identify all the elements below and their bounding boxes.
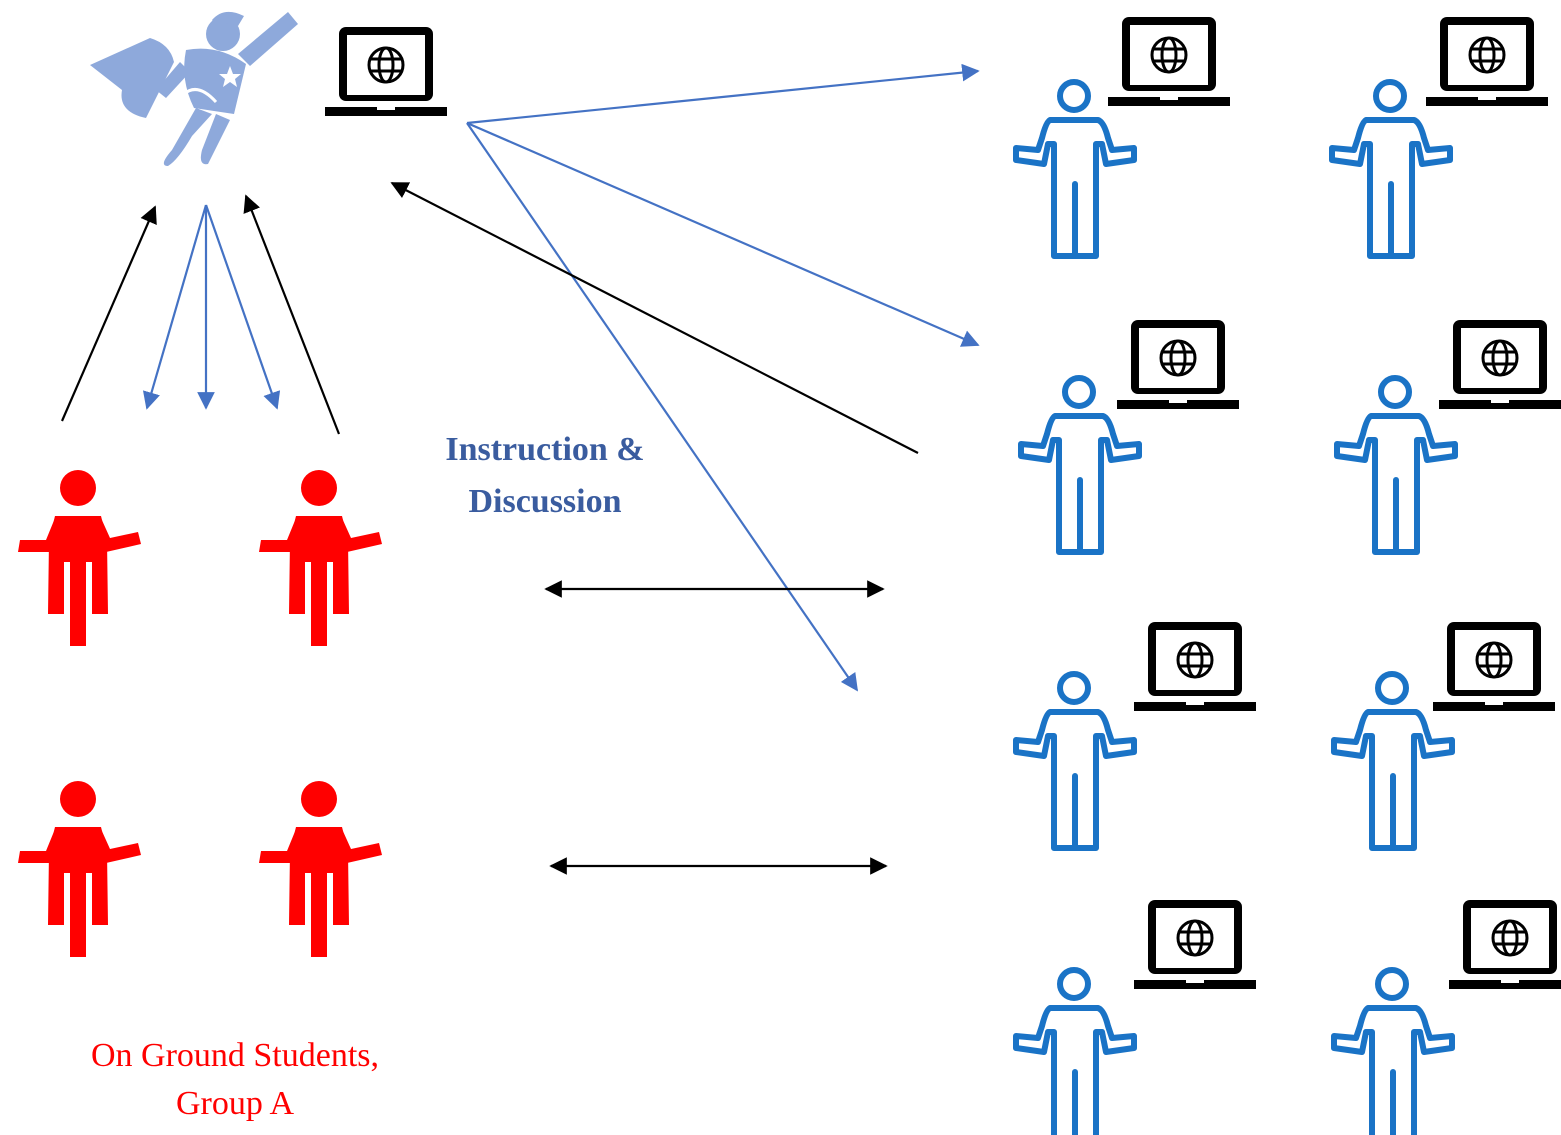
remote-student-3 <box>1021 318 1241 552</box>
person-shrug-outline-icon <box>1016 674 1134 848</box>
instruction-label-line2: Discussion <box>468 483 622 520</box>
laptop-globe-icon <box>1447 898 1561 991</box>
arrow-student-to-instructor <box>243 194 341 435</box>
laptop-globe-icon <box>1106 15 1232 108</box>
laptop-globe-icon <box>1437 318 1561 411</box>
caption-line2: Group A <box>175 1085 295 1122</box>
remote-student-2 <box>1332 15 1550 256</box>
on-ground-student-1-icon <box>18 470 141 646</box>
laptop-globe-icon <box>1115 318 1241 411</box>
superhero-instructor-icon <box>90 11 298 166</box>
person-shrug-outline-icon <box>1334 970 1452 1135</box>
on-ground-students-caption: On Ground Students, Group A <box>30 1032 440 1128</box>
remote-student-6 <box>1334 620 1557 848</box>
instruction-label-line1: Instruction & <box>445 431 645 468</box>
laptop-globe-icon <box>1132 620 1258 713</box>
instructor-laptop-icon <box>323 25 449 118</box>
person-shrug-outline-icon <box>1332 82 1450 256</box>
person-shrug-outline-icon <box>1016 82 1134 256</box>
remote-student-8 <box>1334 898 1561 1135</box>
remote-student-5 <box>1016 620 1258 848</box>
arrow-student-to-instructor <box>60 205 157 422</box>
arrow-instructor-to-student <box>204 204 281 410</box>
instruction-discussion-label: Instruction & Discussion <box>395 424 695 528</box>
arrow-remote-to-instructor <box>390 182 919 454</box>
remote-student-1 <box>1016 15 1232 256</box>
laptop-globe-icon <box>1431 620 1557 713</box>
on-ground-student-4-icon <box>259 781 382 957</box>
arrow-instructor-to-student <box>142 204 208 410</box>
on-ground-student-2-icon <box>259 470 382 646</box>
laptop-globe-icon <box>1424 15 1550 108</box>
laptop-globe-icon <box>1132 898 1258 991</box>
arrow-laptop-to-remote <box>466 63 980 125</box>
on-ground-student-3-icon <box>18 781 141 957</box>
caption-line1: On Ground Students, <box>90 1037 380 1074</box>
remote-student-7 <box>1016 898 1258 1135</box>
person-shrug-outline-icon <box>1334 674 1452 848</box>
person-shrug-outline-icon <box>1016 970 1134 1135</box>
arrow-laptop-to-remote <box>466 121 980 347</box>
person-shrug-outline-icon <box>1337 378 1455 552</box>
remote-student-4 <box>1337 318 1561 552</box>
